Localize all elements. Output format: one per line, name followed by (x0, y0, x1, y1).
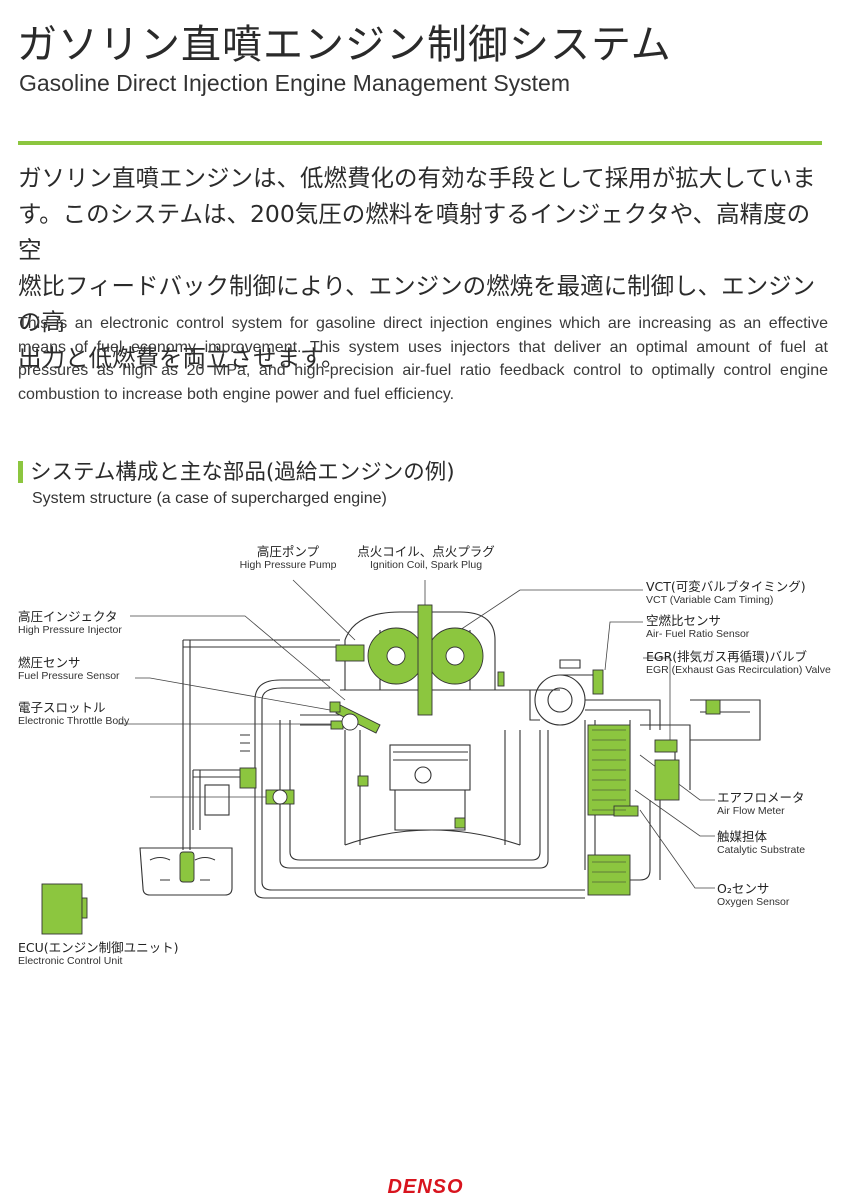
intro-japanese: ガソリン直噴エンジンは、低燃費化の有効な手段として採用が拡大していま す。このシ… (18, 160, 828, 376)
label-ja: 点火コイル、点火プラグ (357, 544, 495, 559)
label-af-sensor: 空燃比センサ Air- Fuel Ratio Sensor (646, 613, 750, 641)
label-en: Air- Fuel Ratio Sensor (646, 628, 750, 641)
label-en: VCT (Variable Cam Timing) (646, 594, 774, 607)
label-ignition-coil: 点火コイル、点火プラグ Ignition Coil, Spark Plug (350, 544, 502, 572)
label-en: EGR (Exhaust Gas Recirculation) Valve (646, 664, 831, 677)
denso-logo: DENSO (387, 1176, 464, 1198)
section-marker (18, 461, 23, 483)
label-en: Electronic Throttle Body (18, 715, 130, 728)
label-en: Ignition Coil, Spark Plug (369, 559, 483, 572)
label-en: Electronic Control Unit (18, 955, 123, 968)
label-egr-valve: EGR(排気ガス再循環)バルブ EGR (Exhaust Gas Recircu… (646, 649, 831, 677)
label-hp-injector: 高圧インジェクタ High Pressure Injector (18, 609, 122, 637)
label-ja: VCT(可変バルブタイミング) (646, 579, 806, 594)
label-en: Catalytic Substrate (717, 844, 806, 857)
label-o2-sensor: O₂センサ Oxygen Sensor (717, 881, 790, 909)
label-ja: EGR(排気ガス再循環)バルブ (646, 649, 808, 664)
label-ja: 燃圧センサ (18, 655, 81, 670)
label-en: High Pressure Injector (18, 624, 122, 637)
page-subtitle: Gasoline Direct Injection Engine Managem… (19, 70, 571, 96)
label-ja: 電子スロットル (18, 700, 106, 715)
label-fuel-pressure-sensor: 燃圧センサ Fuel Pressure Sensor (18, 655, 120, 683)
label-ja: ECU(エンジン制御ユニット) (18, 940, 179, 955)
intro-line: 出力と低燃費を両立させます。 (18, 344, 345, 372)
label-ja: エアフロメータ (717, 790, 805, 805)
label-high-pressure-pump: 高圧ポンプ High Pressure Pump (224, 544, 352, 572)
label-ecu: ECU(エンジン制御ユニット) Electronic Control Unit (18, 940, 179, 968)
label-air-flow-meter: エアフロメータ Air Flow Meter (717, 790, 805, 818)
intro-english: This is an electronic control system for… (18, 315, 828, 403)
header-divider (18, 141, 822, 145)
label-ja: 高圧インジェクタ (18, 609, 118, 624)
label-en: Oxygen Sensor (717, 896, 790, 909)
label-ja: 高圧ポンプ (256, 544, 320, 559)
label-en: Air Flow Meter (717, 805, 785, 818)
label-catalyst: 触媒担体 Catalytic Substrate (717, 829, 806, 857)
label-vct: VCT(可変バルブタイミング) VCT (Variable Cam Timing… (646, 579, 806, 607)
label-en: Fuel Pressure Sensor (18, 670, 120, 683)
intro-line: 燃比フィードバック制御により、エンジンの燃焼を最適に制御し、エンジンの高 (18, 272, 816, 336)
label-ja: O₂センサ (717, 881, 770, 896)
label-ja: 空燃比センサ (646, 613, 722, 628)
page-title: ガソリン直噴エンジン制御システム (17, 22, 672, 68)
section-subtitle: System structure (a case of supercharged… (32, 490, 387, 507)
label-ja: 触媒担体 (717, 829, 768, 844)
intro-line: ガソリン直噴エンジンは、低燃費化の有効な手段として採用が拡大していま (18, 164, 816, 192)
label-throttle: 電子スロットル Electronic Throttle Body (18, 700, 130, 728)
intro-line: す。このシステムは、200気圧の燃料を噴射するインジェクタや、高精度の空 (18, 200, 811, 264)
section-title: システム構成と主な部品(過給エンジンの例) (30, 460, 455, 485)
label-en: High Pressure Pump (239, 559, 337, 572)
